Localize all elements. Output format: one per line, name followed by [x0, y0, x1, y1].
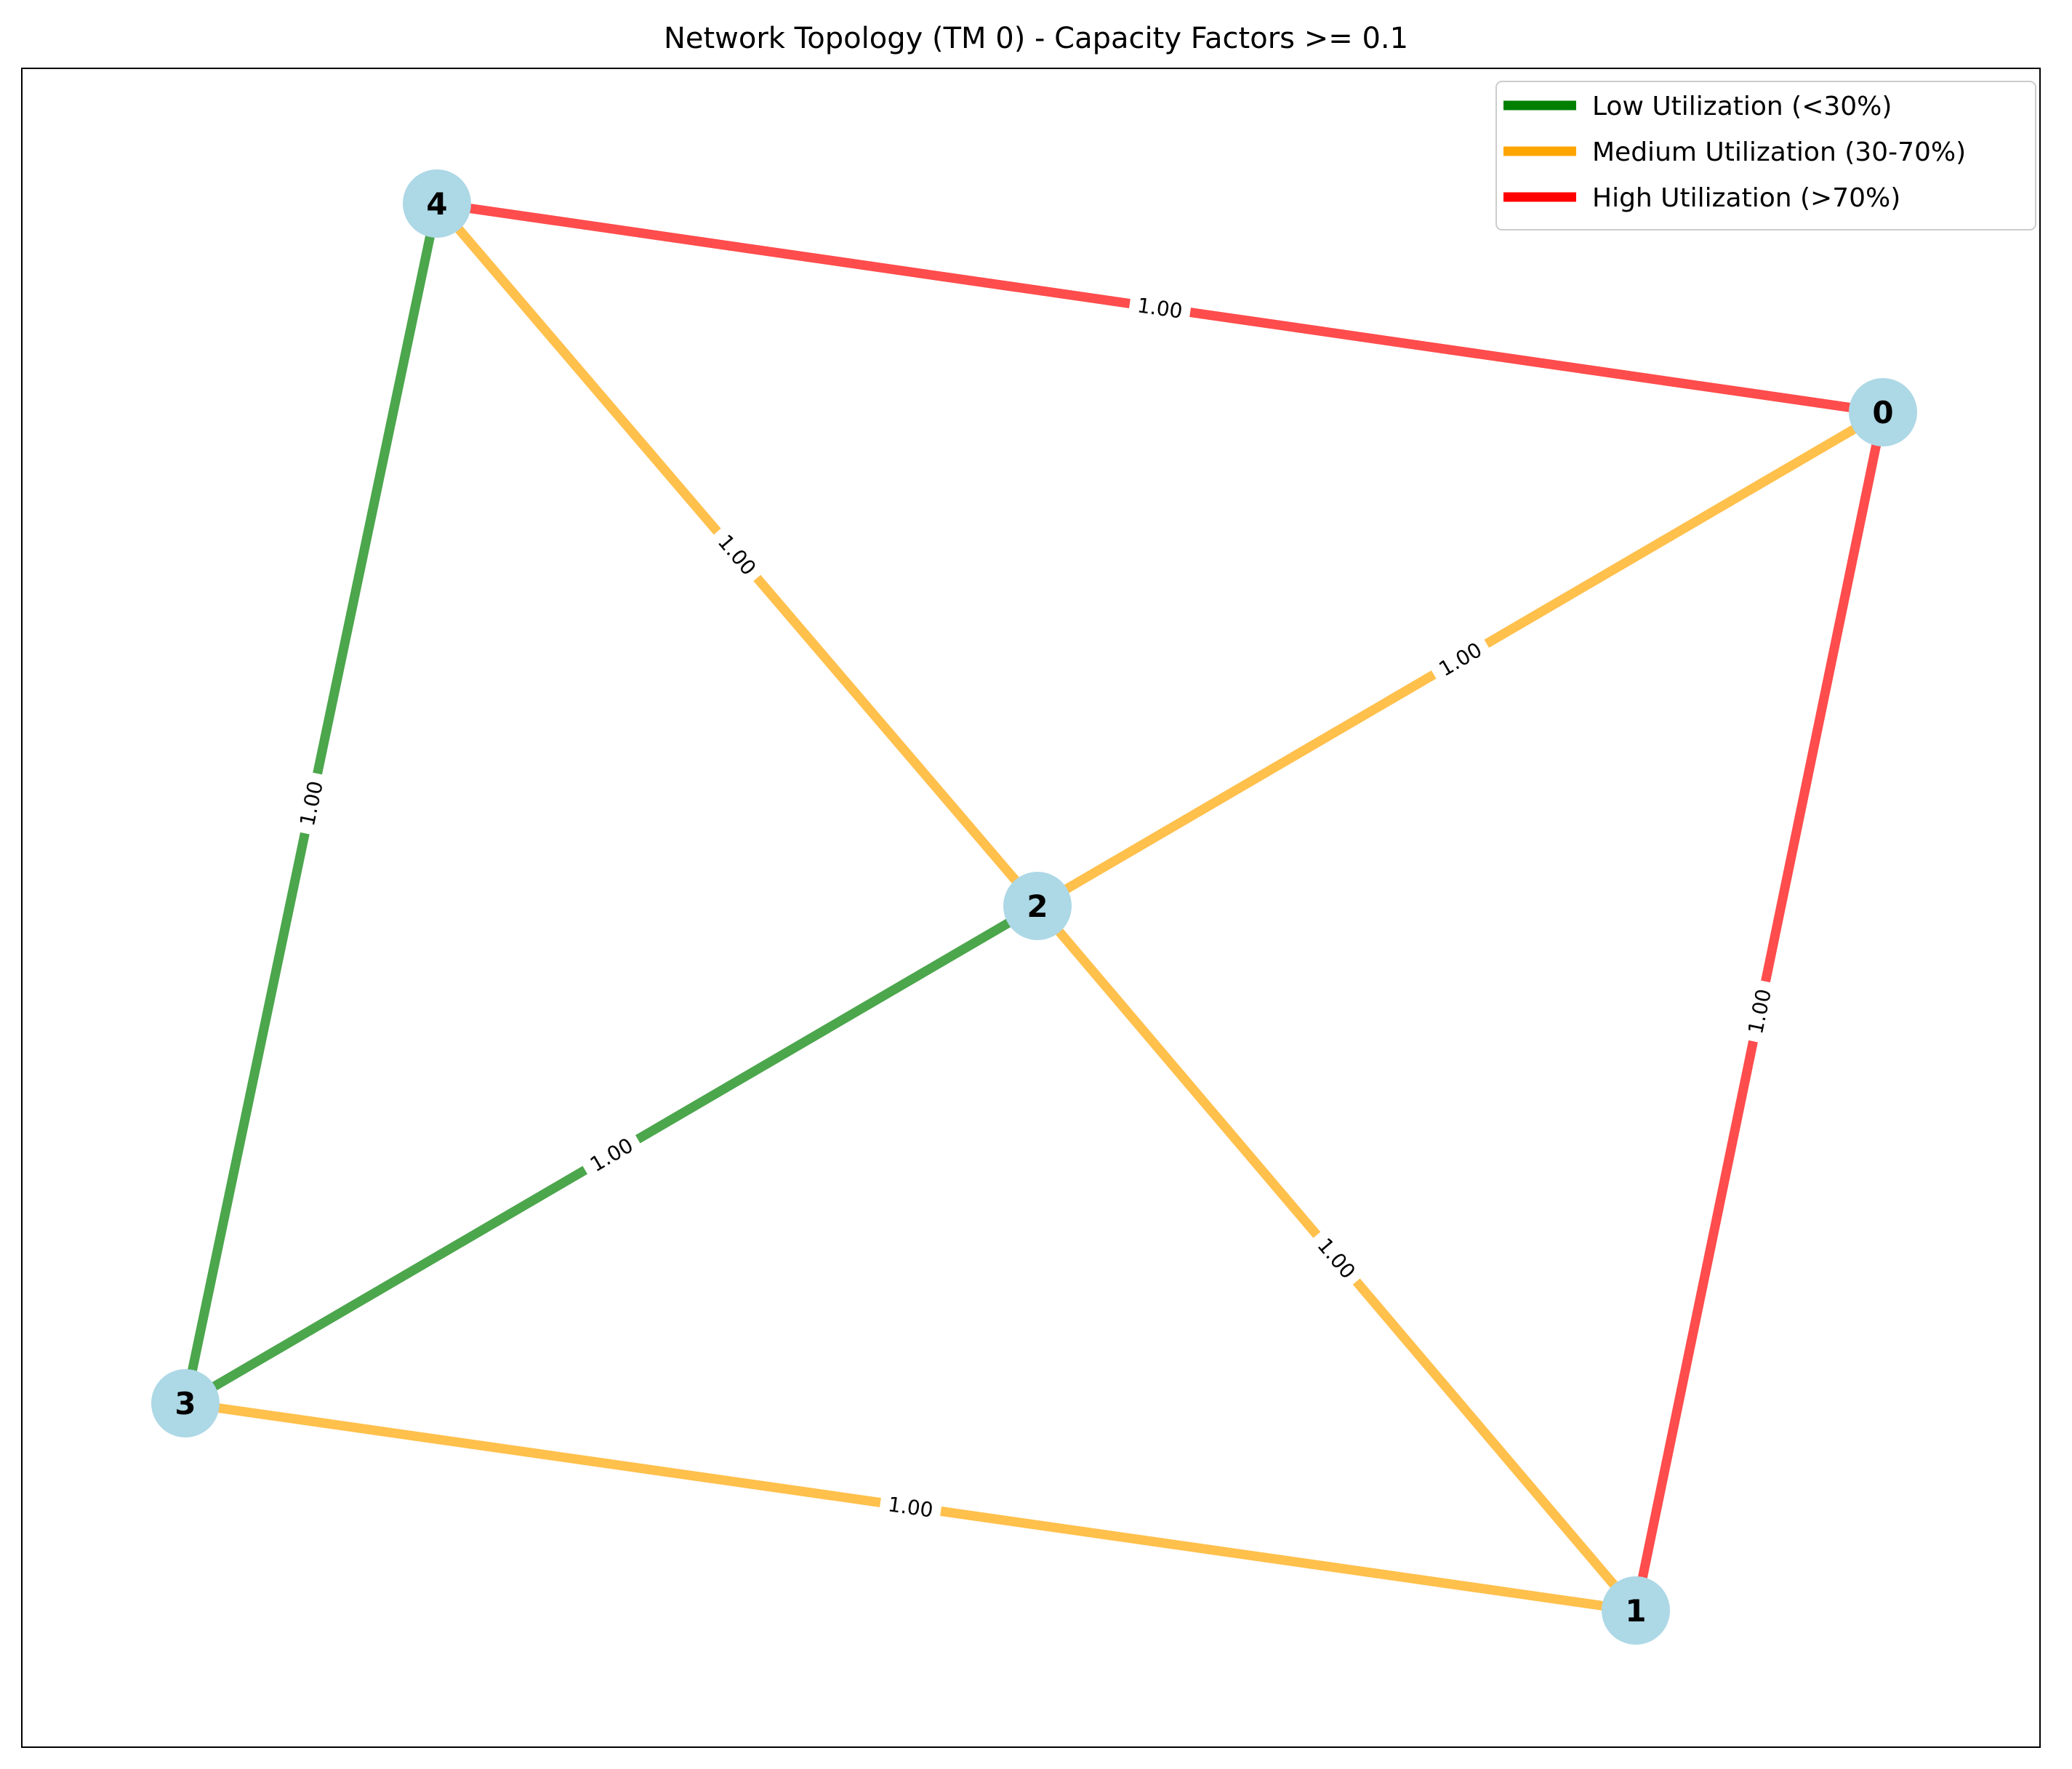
edge-label-bg: [1740, 979, 1779, 1044]
node-label-2: 2: [1027, 888, 1048, 924]
plot-frame: [21, 68, 2041, 1748]
node-circle-2: [1003, 872, 1072, 940]
edge-label-0-1: 1.00: [1743, 987, 1776, 1036]
node-2: 2: [1003, 872, 1072, 940]
node-1: 1: [1602, 1576, 1670, 1645]
edge-label-group-4-3: 1.00: [292, 771, 331, 836]
edge-label-group-2-1: 1.00: [1306, 1226, 1367, 1291]
node-circle-0: [1849, 378, 1917, 446]
edge-label-bg: [1128, 290, 1192, 326]
node-label-1: 1: [1625, 1593, 1646, 1629]
edge-label-bg: [878, 1489, 943, 1525]
edge-label-group-2-3: 1.00: [578, 1128, 645, 1182]
edge-label-group-4-0: 1.00: [1128, 290, 1192, 326]
edge-label-4-3: 1.00: [295, 779, 328, 828]
edge-label-bg: [292, 771, 331, 836]
edge-label-group-2-0: 1.00: [1427, 632, 1493, 686]
node-0: 0: [1849, 378, 1917, 446]
legend-label-2: High Utilization (>70%): [1592, 183, 1900, 213]
edge-label-group-3-1: 1.00: [878, 1489, 943, 1525]
edge-label-group-0-1: 1.00: [1740, 979, 1779, 1044]
legend-label-1: Medium Utilization (30-70%): [1592, 137, 1966, 167]
node-circle-1: [1602, 1576, 1670, 1645]
edge-label-bg: [578, 1128, 645, 1182]
node-4: 4: [403, 169, 471, 238]
legend: Low Utilization (<30%) Medium Utilization…: [1495, 81, 2036, 230]
edge-label-bg: [1427, 632, 1493, 686]
edge-labels-layer: 1.00 1.00 1.00 1.00 1.00 1.00 1.00 1.00: [292, 290, 1779, 1525]
node-circle-3: [151, 1369, 220, 1437]
node-3: 3: [151, 1369, 220, 1437]
edge-label-bg: [707, 523, 767, 587]
node-label-4: 4: [426, 186, 447, 222]
legend-box: [1495, 81, 2036, 230]
edge-label-group-4-2: 1.00: [707, 523, 767, 587]
diagram-title: Network Topology (TM 0) - Capacity Facto…: [664, 22, 1408, 55]
legend-label-0: Low Utilization (<30%): [1592, 92, 1892, 121]
edge-label-bg: [1306, 1226, 1367, 1291]
nodes-layer: 0 1 2 3 4: [151, 169, 1917, 1645]
node-circle-4: [403, 169, 471, 238]
node-label-3: 3: [174, 1386, 196, 1421]
node-label-0: 0: [1872, 395, 1893, 430]
